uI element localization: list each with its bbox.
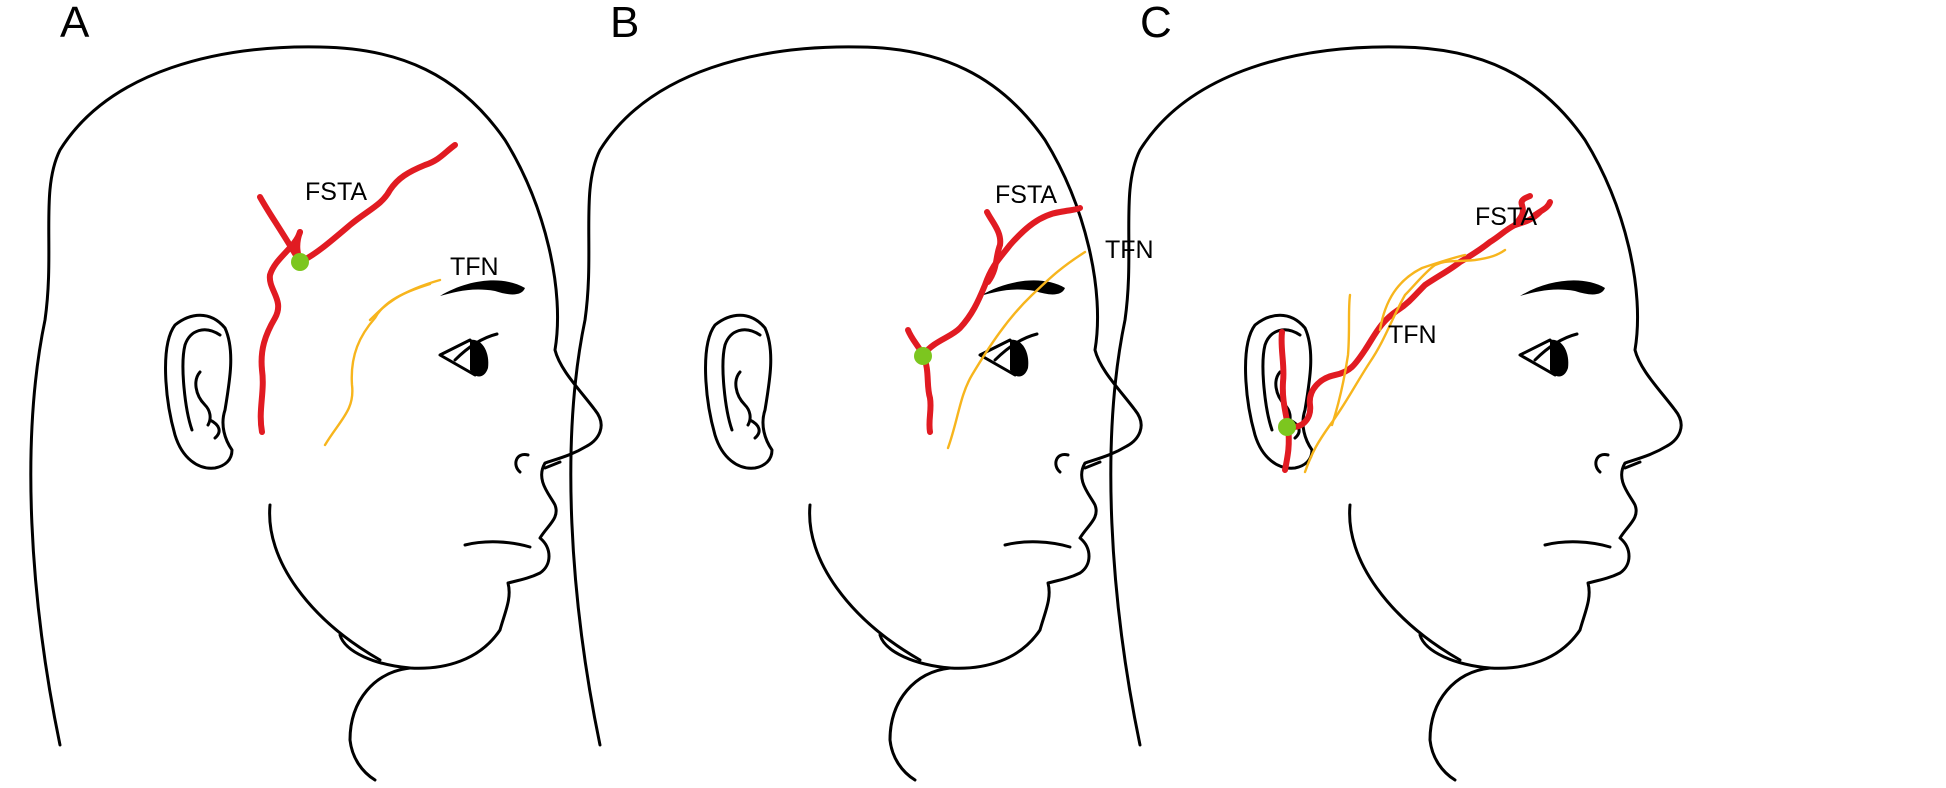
fsta-artery-posterior-branch [920,352,934,435]
bifurcation-point [914,347,932,365]
fsta-label: FSTA [305,178,367,206]
fsta-artery-upper-branch [1512,193,1533,228]
head-outline [29,45,603,782]
panel-letter: B [610,0,639,47]
fsta-artery-posterior-branch [1278,329,1291,429]
fsta-artery-upper-branch [257,194,303,265]
tfn-label: TFN [450,253,499,281]
head-outline [569,45,1143,782]
fsta-label: FSTA [995,181,1057,209]
bifurcation-point [1278,418,1296,436]
fsta-artery-trunk [1285,209,1543,430]
fsta-label: FSTA [1475,203,1537,231]
fsta-artery-tip-branch [1532,199,1553,218]
fsta-artery-frontal-branch [297,142,458,265]
panel-letter: A [60,0,90,47]
head-outline [1109,45,1683,782]
fsta-artery-frontal-branch [920,205,1083,358]
fsta-artery-upper-branch [984,209,1004,285]
tfn-label: TFN [1388,321,1437,349]
tfn-nerve-branch [1330,293,1352,427]
tfn-nerve [946,250,1087,450]
bifurcation-point [291,253,309,271]
tfn-nerve-branch [368,278,442,322]
tfn-nerve-upper-branch [1378,253,1467,332]
tfn-nerve [1303,248,1507,474]
panel-a: A FSTA TFN [29,0,603,782]
panel-c: C FSTA TFN [1109,0,1683,782]
fsta-artery-posterior-branch [257,229,303,435]
tfn-nerve [323,282,432,447]
panel-letter: C [1140,0,1172,47]
panel-b: B FSTA TFN [569,0,1154,782]
